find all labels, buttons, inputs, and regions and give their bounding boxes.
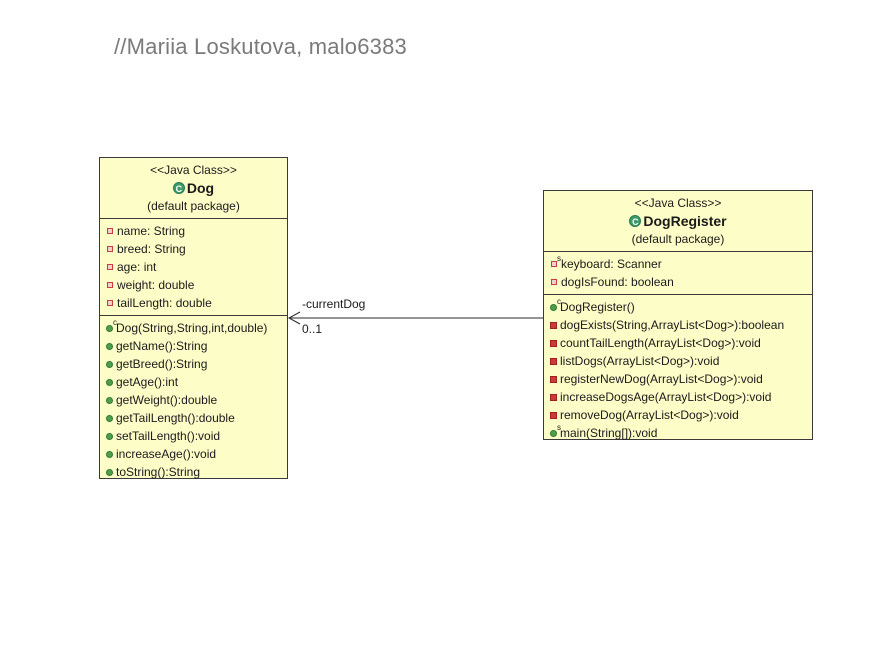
method-text: getAge():int xyxy=(116,375,179,389)
method-text: dogExists(String,ArrayList<Dog>):boolean xyxy=(560,318,785,332)
method-text: increaseDogsAge(ArrayList<Dog>):void xyxy=(560,390,772,404)
method-text: main(String[]):void xyxy=(560,426,658,440)
dog-attributes: name: String breed: String age: int weig… xyxy=(100,219,287,316)
attribute-text: tailLength: double xyxy=(117,296,212,310)
static-private-field-icon: s xyxy=(551,255,561,267)
dog-class-header: <<Java Class>> C Dog (default package) xyxy=(100,158,287,219)
constructor-icon: c xyxy=(550,297,561,311)
private-field-icon xyxy=(551,279,557,285)
dog-class-box[interactable]: <<Java Class>> C Dog (default package) n… xyxy=(99,157,288,479)
public-method-icon xyxy=(106,378,113,386)
attribute-row: age: int xyxy=(106,258,287,276)
private-method-icon xyxy=(550,393,557,401)
public-method-icon xyxy=(106,360,113,368)
static-public-method-icon: s xyxy=(550,423,561,437)
static-marker: s xyxy=(557,422,561,432)
method-row: removeDog(ArrayList<Dog>):void xyxy=(550,406,812,424)
method-text: getName():String xyxy=(116,339,208,353)
association-role-label: -currentDog xyxy=(302,297,366,311)
method-row: getName():String xyxy=(106,337,287,355)
attribute-row: tailLength: double xyxy=(106,294,287,312)
dogregister-stereotype: <<Java Class>> xyxy=(634,196,722,210)
method-text: setTailLength():void xyxy=(116,429,221,443)
method-text: removeDog(ArrayList<Dog>):void xyxy=(560,408,739,422)
dog-class-name: Dog xyxy=(186,180,215,196)
method-text: Dog(String,String,int,double) xyxy=(116,321,268,335)
method-row: getWeight():double xyxy=(106,391,287,409)
association-multiplicity-label: 0..1 xyxy=(302,322,323,336)
attribute-row: weight: double xyxy=(106,276,287,294)
attribute-row: name: String xyxy=(106,222,287,240)
dogregister-class-header: <<Java Class>> C DogRegister (default pa… xyxy=(544,191,812,252)
method-row: listDogs(ArrayList<Dog>):void xyxy=(550,352,812,370)
method-row: setTailLength():void xyxy=(106,427,287,445)
dog-package: (default package) xyxy=(147,199,240,213)
constructor-icon: c xyxy=(106,318,117,332)
private-field-icon xyxy=(107,246,113,252)
constructor-marker: c xyxy=(113,317,117,327)
attribute-text: dogIsFound: boolean xyxy=(561,275,674,289)
private-method-icon xyxy=(550,357,557,365)
method-text: DogRegister() xyxy=(560,300,635,314)
method-row: toString():String xyxy=(106,463,287,481)
method-row: getBreed():String xyxy=(106,355,287,373)
class-icon: C xyxy=(172,182,185,194)
method-text: registerNewDog(ArrayList<Dog>):void xyxy=(560,372,763,386)
dog-stereotype: <<Java Class>> xyxy=(150,163,237,177)
private-field-icon xyxy=(107,282,113,288)
private-method-icon xyxy=(550,339,557,347)
private-field-icon xyxy=(107,228,113,234)
public-method-icon xyxy=(106,396,113,404)
class-icon: C xyxy=(629,215,642,227)
method-text: getWeight():double xyxy=(116,393,218,407)
attribute-text: name: String xyxy=(117,224,186,238)
attribute-text: breed: String xyxy=(117,242,186,256)
public-method-icon xyxy=(106,414,113,422)
method-text: countTailLength(ArrayList<Dog>):void xyxy=(560,336,761,350)
public-method-icon xyxy=(106,450,113,458)
attribute-text: weight: double xyxy=(117,278,195,292)
dogregister-class-name: DogRegister xyxy=(643,213,727,229)
attribute-text: keyboard: Scanner xyxy=(561,257,662,271)
public-method-icon xyxy=(106,432,113,440)
method-row: getTailLength():double xyxy=(106,409,287,427)
dogregister-package: (default package) xyxy=(631,232,725,246)
method-text: getBreed():String xyxy=(116,357,208,371)
private-field-icon xyxy=(107,264,113,270)
attribute-text: age: int xyxy=(117,260,157,274)
method-row: countTailLength(ArrayList<Dog>):void xyxy=(550,334,812,352)
method-text: getTailLength():double xyxy=(116,411,235,425)
attribute-row: dogIsFound: boolean xyxy=(550,273,812,291)
private-method-icon xyxy=(550,375,557,383)
attribute-row: breed: String xyxy=(106,240,287,258)
method-row: increaseAge():void xyxy=(106,445,287,463)
dog-class-title: C Dog xyxy=(102,178,285,198)
dogregister-class-box[interactable]: <<Java Class>> C DogRegister (default pa… xyxy=(543,190,813,440)
constructor-marker: c xyxy=(557,296,561,306)
method-row: registerNewDog(ArrayList<Dog>):void xyxy=(550,370,812,388)
author-comment: //Mariia Loskutova, malo6383 xyxy=(114,34,407,59)
method-row: getAge():int xyxy=(106,373,287,391)
method-row: dogExists(String,ArrayList<Dog>):boolean xyxy=(550,316,812,334)
private-method-icon xyxy=(550,321,557,329)
method-text: increaseAge():void xyxy=(116,447,217,461)
public-method-icon xyxy=(106,468,113,476)
private-method-icon xyxy=(550,411,557,419)
method-text: listDogs(ArrayList<Dog>):void xyxy=(560,354,720,368)
static-marker: s xyxy=(557,254,561,263)
private-field-icon xyxy=(107,300,113,306)
public-method-icon xyxy=(106,342,113,350)
dogregister-class-title: C DogRegister xyxy=(546,211,810,231)
method-row: increaseDogsAge(ArrayList<Dog>):void xyxy=(550,388,812,406)
method-text: toString():String xyxy=(116,465,201,479)
